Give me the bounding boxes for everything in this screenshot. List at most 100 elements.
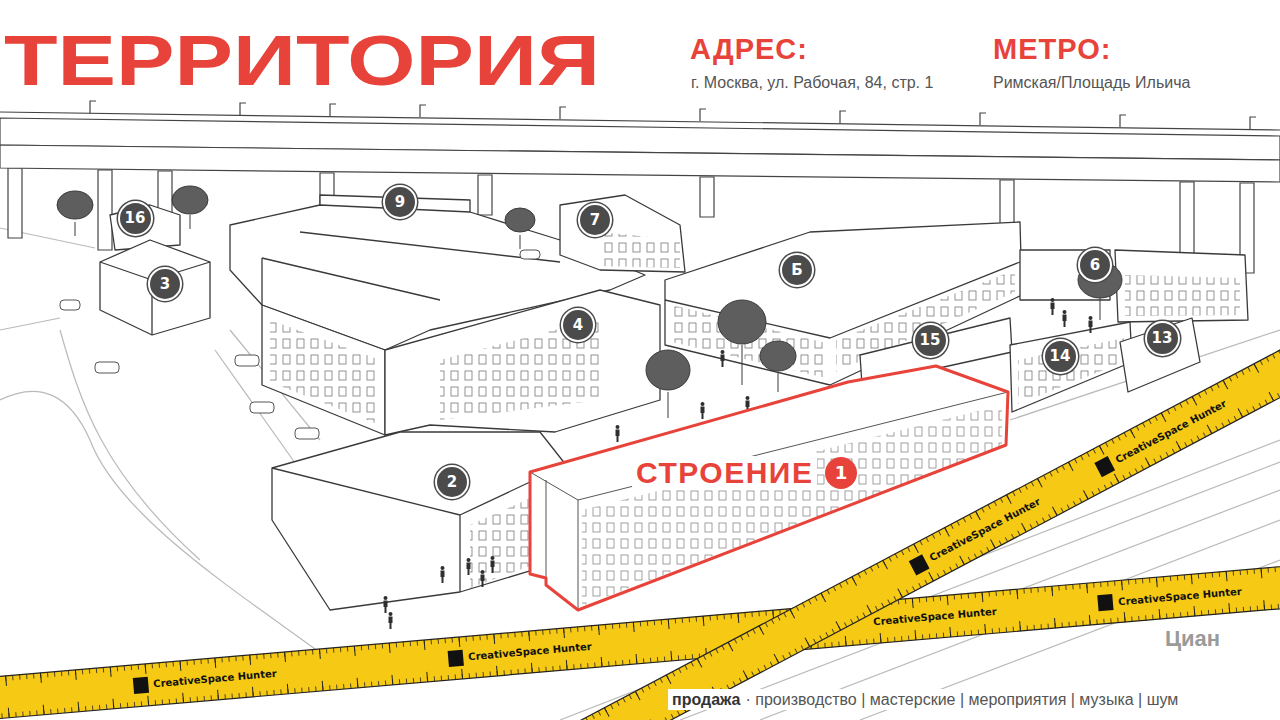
callout-text: 3 [160, 277, 170, 292]
people [721, 350, 725, 367]
overpass [90, 101, 1256, 129]
callout-text: 6 [1090, 258, 1100, 273]
measuring-tape [357, 184, 1280, 720]
building-number: 1 [825, 457, 857, 489]
buildings [270, 320, 380, 425]
buildings [560, 195, 685, 272]
buildings [1018, 338, 1124, 404]
page-title: ТЕРРИТОРИЯ [4, 26, 600, 96]
buildings [665, 222, 1022, 385]
cars [60, 300, 80, 310]
people [481, 570, 485, 587]
buildings [100, 262, 210, 335]
people [1089, 316, 1093, 333]
people [616, 425, 620, 442]
callout-number: 3 [148, 267, 182, 301]
people [384, 596, 388, 613]
cars [250, 402, 274, 413]
people [1051, 298, 1055, 315]
callout-text: 9 [395, 195, 405, 210]
callout-number: 15 [913, 323, 948, 358]
trees [57, 191, 93, 219]
address-heading: АДРЕС: [690, 35, 808, 64]
measuring-tape [909, 554, 930, 575]
measuring-tape [1097, 594, 1113, 611]
building-name: СТРОЕНИЕ [632, 456, 817, 489]
caption-keyword: продажа [672, 691, 741, 708]
cars [295, 428, 319, 439]
buildings [262, 305, 385, 435]
tape-brand: CreativeSpace Hunter [873, 607, 997, 628]
people [384, 298, 1093, 629]
callout-text: 14 [1050, 349, 1071, 364]
people [389, 612, 393, 629]
people [467, 558, 471, 575]
callout-text: 2 [447, 475, 457, 490]
measuring-tape [448, 650, 464, 667]
building-outline-shape [530, 366, 1008, 610]
buildings [1010, 322, 1132, 412]
buildings [100, 195, 1248, 610]
people [491, 556, 495, 573]
building-outline-shape [530, 366, 1008, 610]
trees [760, 341, 796, 371]
ground-lines [0, 318, 60, 330]
callout-number: 6 [1078, 248, 1112, 282]
buildings [600, 232, 680, 268]
watermark: Циан [1165, 628, 1220, 650]
building-outline-shape [530, 392, 1008, 610]
callout-number: 13 [1145, 321, 1180, 356]
building-outline: СТРОЕНИЕ1 [520, 360, 1020, 620]
callout-text: 7 [590, 213, 600, 228]
trees [718, 300, 766, 344]
cars [520, 250, 540, 259]
callout-number: 14 [1043, 339, 1078, 374]
people [701, 402, 705, 419]
buildings [1115, 250, 1248, 322]
callout-number: 7 [578, 203, 612, 237]
measuring-tape [133, 677, 149, 694]
people [441, 566, 445, 583]
measuring-tape [357, 184, 1280, 720]
tape-brand: CreativeSpace Hunter [928, 497, 1042, 564]
cars [95, 362, 119, 373]
overpass [0, 112, 1280, 130]
caption-bar: продажа· производство | мастерские | мер… [668, 689, 1182, 710]
callout-number: 9 [383, 185, 417, 219]
callout-number: 4 [561, 308, 595, 342]
tape-brand: CreativeSpace Hunter [1114, 399, 1228, 466]
ground-lines [60, 330, 200, 560]
measuring-tape [1094, 456, 1115, 477]
buildings [1120, 318, 1200, 392]
callout-number: Б [780, 253, 814, 287]
trees [172, 186, 208, 214]
trees [505, 208, 535, 232]
callout-number: 2 [435, 465, 469, 499]
buildings [262, 232, 560, 305]
callout-text: 15 [920, 333, 941, 348]
tape-brand: CreativeSpace Hunter [153, 669, 277, 690]
callout-text: 16 [125, 211, 146, 226]
tape-brand: CreativeSpace Hunter [1118, 587, 1242, 608]
callout-text: 4 [573, 318, 583, 333]
measuring-tape [357, 184, 1280, 720]
buildings [272, 465, 566, 592]
buildings [272, 432, 566, 610]
overpass [0, 145, 1280, 182]
measuring-tape [357, 184, 1280, 720]
address-text: г. Москва, ул. Рабочая, 84, стр. 1 [691, 73, 933, 92]
buildings [1125, 275, 1240, 316]
building-outline-shape [520, 360, 1020, 620]
callout-number: 16 [118, 201, 153, 236]
trees [646, 350, 690, 390]
tape-brand: CreativeSpace Hunter [468, 642, 592, 663]
cars [235, 355, 259, 366]
buildings [100, 240, 210, 335]
cars [60, 250, 540, 439]
overpass [0, 101, 1280, 273]
metro-heading: МЕТРО: [993, 35, 1111, 64]
buildings [385, 290, 660, 435]
people [1063, 310, 1067, 327]
